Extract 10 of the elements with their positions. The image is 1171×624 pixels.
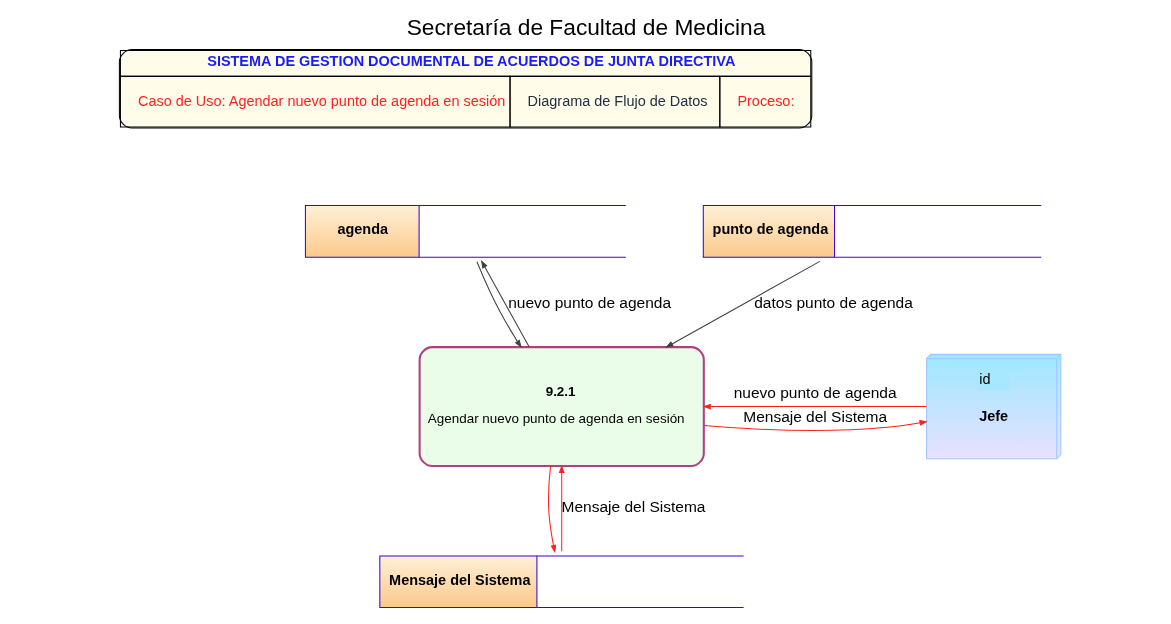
edge-label: Mensaje del Sistema bbox=[561, 498, 705, 516]
edge-label: Mensaje del Sistema bbox=[742, 408, 887, 426]
edge-label: nuevo punto de agenda bbox=[733, 384, 897, 402]
label: SISTEMA DE GESTION DOCUMENTAL DE ACUERDOS DE JUNTA DIRECTIVA bbox=[206, 53, 735, 70]
label: Diagrama de Flujo de Datos bbox=[527, 92, 708, 109]
edge-label: datos punto de agenda bbox=[753, 293, 913, 311]
edge-label: nuevo punto de agenda bbox=[507, 293, 671, 311]
diagram-title: Secretaría de Facultad de Medicina bbox=[406, 13, 765, 40]
label: Caso de Uso: Agendar nuevo punto de agenda en sesión bbox=[137, 92, 505, 109]
label: Proceso: bbox=[736, 92, 794, 109]
